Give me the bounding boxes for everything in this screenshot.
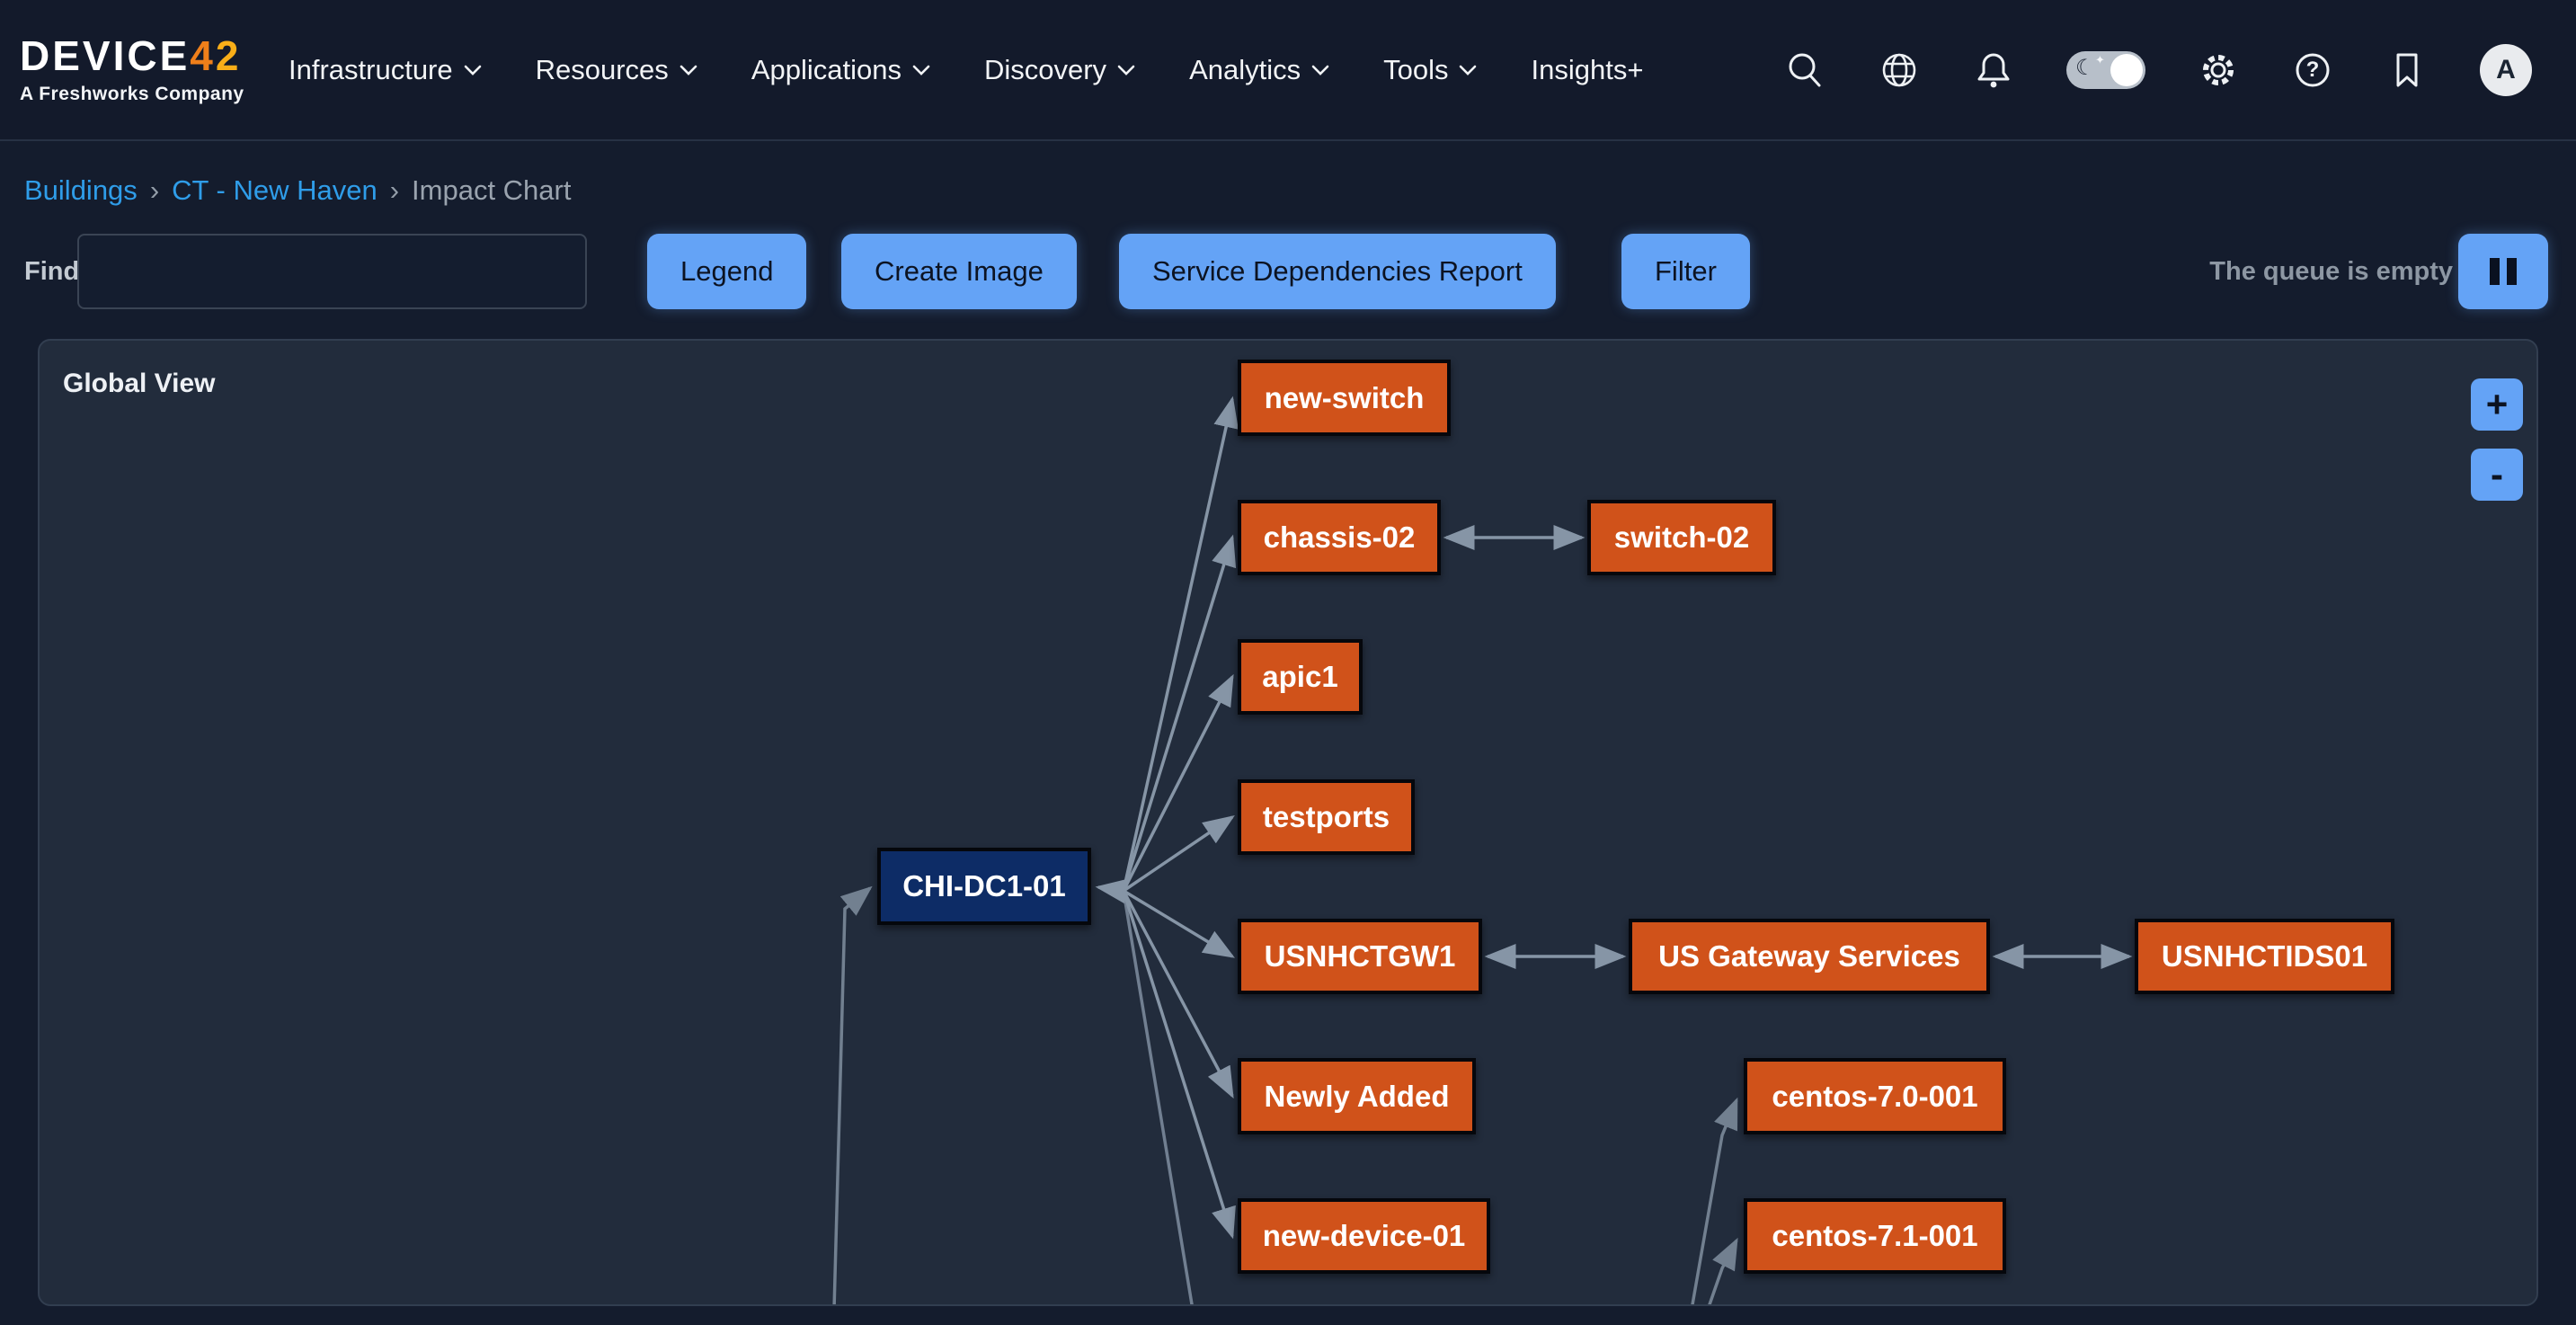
moon-icon: ☾ xyxy=(2075,55,2095,80)
menu-insights-plus[interactable]: Insights+ xyxy=(1531,53,1644,85)
graph-node-new-switch[interactable]: new-switch xyxy=(1238,360,1451,436)
avatar-initial: A xyxy=(2496,54,2516,84)
breadcrumb-current-page: Impact Chart xyxy=(412,174,572,206)
main-menu: Infrastructure Resources Applications Di… xyxy=(289,54,1643,86)
global-view-label: Global View xyxy=(63,369,216,398)
device42-logo[interactable]: DEVICE42 A Freshworks Company xyxy=(20,35,276,105)
graph-node-centos-7-1-001[interactable]: centos-7.1-001 xyxy=(1744,1198,2006,1274)
find-input[interactable] xyxy=(77,234,587,309)
queue-status-text: The queue is empty xyxy=(2209,256,2453,286)
impact-chart-canvas[interactable]: Global View + - CHI-DC1-01 new-switch ch… xyxy=(38,339,2538,1306)
menu-discovery[interactable]: Discovery xyxy=(984,54,1135,86)
menu-applications[interactable]: Applications xyxy=(751,54,930,86)
pause-queue-button[interactable] xyxy=(2458,234,2548,309)
pause-icon xyxy=(2507,258,2517,285)
user-avatar[interactable]: A xyxy=(2480,43,2532,96)
filter-button[interactable]: Filter xyxy=(1621,234,1750,309)
graph-node-apic1[interactable]: apic1 xyxy=(1238,639,1363,715)
zoom-out-button[interactable]: - xyxy=(2471,449,2523,501)
sparkle-icon: ✦ xyxy=(2095,52,2105,67)
legend-button[interactable]: Legend xyxy=(647,234,807,309)
impact-graph-edges xyxy=(832,396,2133,1304)
find-label: Find xyxy=(24,256,80,286)
pause-icon xyxy=(2490,258,2500,285)
breadcrumb-separator: › xyxy=(389,174,400,206)
graph-node-us-gateway-services[interactable]: US Gateway Services xyxy=(1629,919,1990,994)
settings-gear-icon[interactable] xyxy=(2197,49,2240,92)
graph-node-testports[interactable]: testports xyxy=(1238,779,1415,855)
globe-icon[interactable] xyxy=(1878,49,1921,92)
breadcrumb: Buildings › CT - New Haven › Impact Char… xyxy=(24,174,571,207)
question-mark-glyph: ? xyxy=(2305,57,2320,82)
freshworks-tagline: A Freshworks Company xyxy=(20,83,244,104)
search-icon[interactable] xyxy=(1783,49,1826,92)
graph-node-usnhctids01[interactable]: USNHCTIDS01 xyxy=(2135,919,2394,994)
menu-analytics[interactable]: Analytics xyxy=(1189,54,1329,86)
device42-logo-text: DEVICE42 xyxy=(20,31,242,79)
top-nav-bar: DEVICE42 A Freshworks Company Infrastruc… xyxy=(0,0,2576,141)
toggle-knob xyxy=(2110,53,2143,86)
menu-resources[interactable]: Resources xyxy=(536,54,697,86)
chart-toolbar: Find Legend Create Image Service Depende… xyxy=(0,234,2576,309)
header-icon-bar: ☾ ✦ ? A xyxy=(1783,43,2532,96)
notifications-bell-icon[interactable] xyxy=(1972,49,2015,92)
graph-node-centos-7-0-001[interactable]: centos-7.0-001 xyxy=(1744,1058,2006,1134)
chevron-down-icon xyxy=(464,65,481,76)
breadcrumb-buildings-link[interactable]: Buildings xyxy=(24,174,138,206)
graph-node-switch-02[interactable]: switch-02 xyxy=(1587,500,1776,575)
bookmark-icon[interactable] xyxy=(2385,49,2429,92)
theme-toggle[interactable]: ☾ ✦ xyxy=(2066,50,2145,89)
graph-node-new-device-01[interactable]: new-device-01 xyxy=(1238,1198,1490,1274)
service-dependencies-report-button[interactable]: Service Dependencies Report xyxy=(1119,234,1556,309)
menu-infrastructure[interactable]: Infrastructure xyxy=(289,54,482,86)
menu-tools[interactable]: Tools xyxy=(1383,54,1477,86)
graph-node-chassis-02[interactable]: chassis-02 xyxy=(1238,500,1441,575)
zoom-in-button[interactable]: + xyxy=(2471,378,2523,431)
help-icon[interactable]: ? xyxy=(2291,49,2334,92)
graph-node-usnhctgw1[interactable]: USNHCTGW1 xyxy=(1238,919,1482,994)
chevron-down-icon xyxy=(1117,65,1135,76)
graph-node-newly-added[interactable]: Newly Added xyxy=(1238,1058,1476,1134)
chevron-down-icon xyxy=(1460,65,1477,76)
breadcrumb-separator: › xyxy=(149,174,160,206)
create-image-button[interactable]: Create Image xyxy=(841,234,1077,309)
breadcrumb-building-link[interactable]: CT - New Haven xyxy=(172,174,378,206)
chevron-down-icon xyxy=(680,65,697,76)
chevron-down-icon xyxy=(1311,65,1329,76)
graph-node-chi-dc1-01[interactable]: CHI-DC1-01 xyxy=(877,848,1091,925)
chevron-down-icon xyxy=(912,65,930,76)
